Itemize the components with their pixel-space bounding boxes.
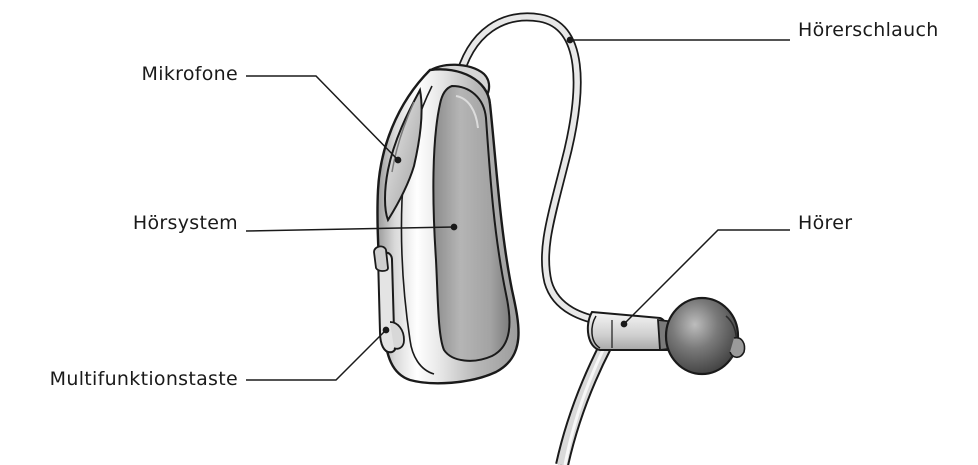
label-hearing-system: Hörsystem [133, 212, 238, 234]
receiver [588, 298, 745, 374]
leader-multifunction [246, 330, 386, 380]
leader-microphones [246, 76, 398, 160]
label-microphones: Mikrofone [142, 63, 238, 85]
label-receiver-tube: Hörerschlauch [798, 19, 939, 41]
label-receiver: Hörer [798, 212, 852, 234]
lower-wire [562, 345, 606, 465]
label-multifunction-button: Multifunktionstaste [50, 368, 238, 390]
hearing-aid-body [374, 65, 519, 384]
